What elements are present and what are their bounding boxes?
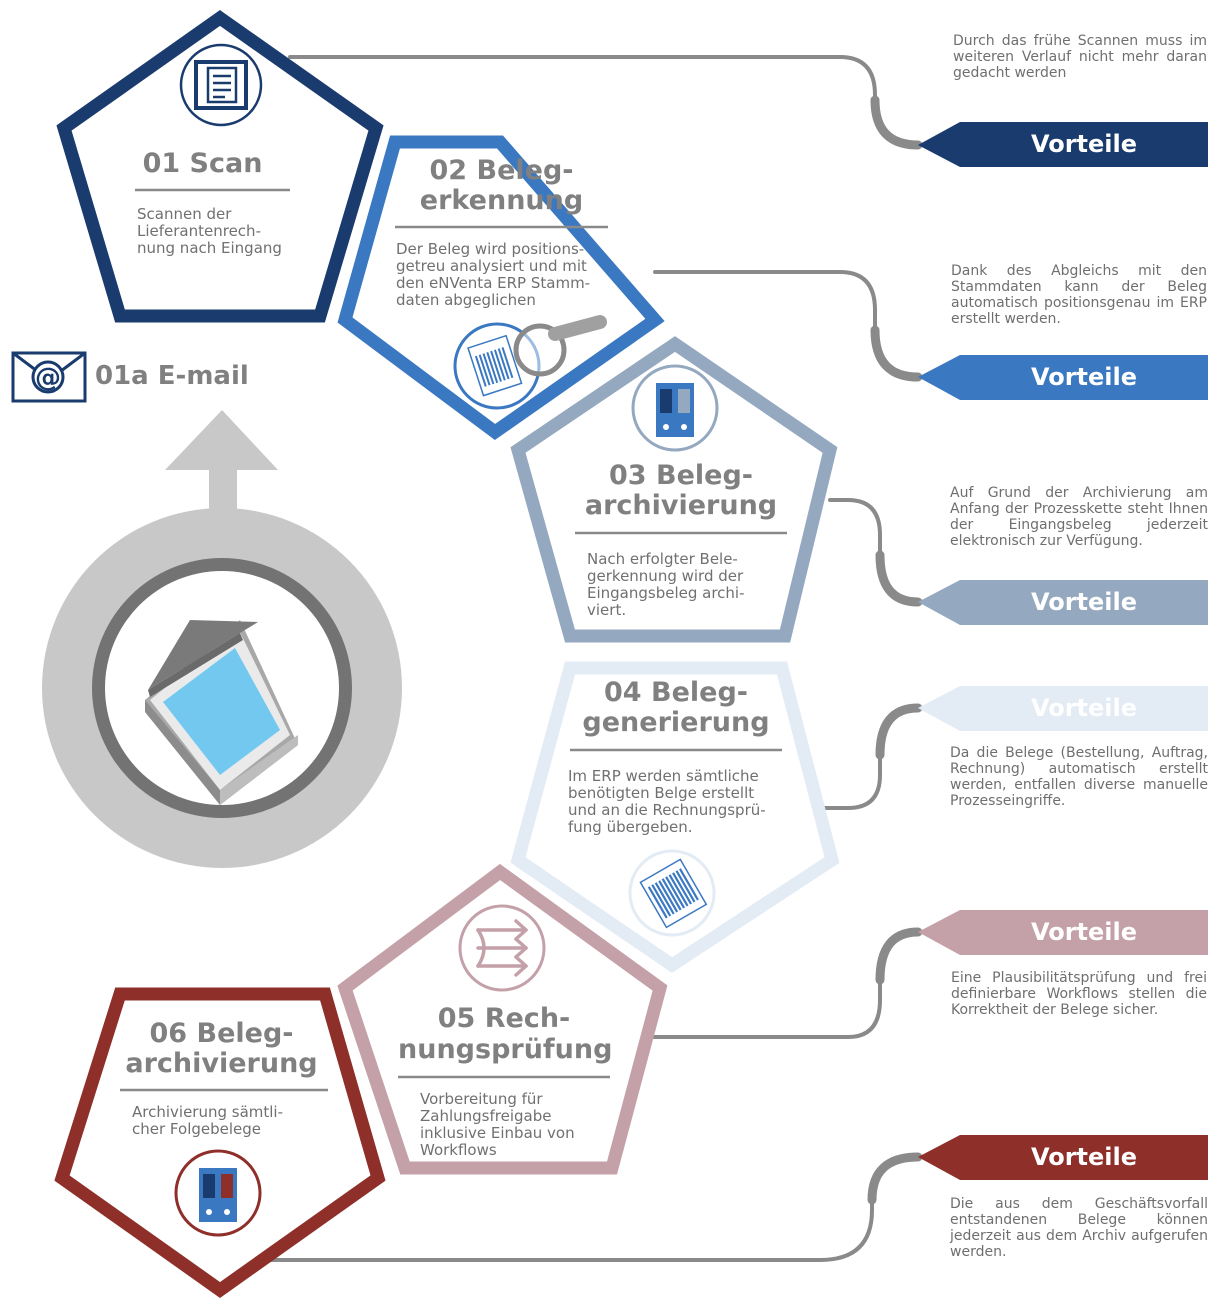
step-4-title-line2: generierung — [582, 707, 770, 738]
step-6-title-line2: archivierung — [125, 1048, 318, 1079]
step-5-line: inklusive Einbau von — [420, 1124, 575, 1142]
step-5-description: Vorbereitung für Zahlungsfreigabe inklus… — [420, 1091, 575, 1159]
advantage-text-3: Auf Grund der Archivierung am Anfang der… — [950, 485, 1208, 549]
pentagon-step-2 — [337, 135, 665, 441]
connector-3 — [828, 498, 920, 604]
step-2-description: Der Beleg wird positions- getreu analysi… — [396, 241, 590, 309]
step-1-description: Scannen der Lieferantenrech- nung nach E… — [137, 206, 282, 257]
step-4-line: Im ERP werden sämtliche — [568, 767, 759, 785]
pentagon-step-5 — [337, 863, 668, 1175]
vorteile-banner-1 — [918, 122, 1208, 167]
step-2-line: daten abgeglichen — [396, 291, 536, 309]
document-scan-icon — [179, 43, 263, 127]
vorteile-banner-3 — [918, 580, 1208, 625]
connector-2-accent — [870, 325, 923, 382]
step-6-description: Archivierung sämtli- cher Folgebelege — [132, 1104, 283, 1138]
connector-1-accent — [870, 95, 923, 150]
step-5-line: Workflows — [420, 1141, 497, 1159]
step-3-line: viert. — [587, 601, 627, 619]
workflow-arrows-icon — [458, 904, 546, 992]
step-4-line: fung übergeben. — [568, 818, 693, 836]
connector-1 — [288, 55, 920, 147]
vorteile-banner-5 — [918, 910, 1208, 955]
email-label: 01a E-mail — [95, 361, 249, 391]
advantage-text-2: Dank des Abgleichs mit den Stammdaten ka… — [951, 263, 1207, 327]
step-3-line: Eingangsbeleg archi- — [587, 584, 745, 602]
advantage-text-1: Durch das frühe Scannen muss im weiteren… — [953, 33, 1207, 81]
envelope-at-icon: @ — [11, 351, 87, 403]
pentagon-step-6 — [54, 987, 386, 1298]
pentagon-step-4 — [510, 661, 840, 973]
step-5-line: Vorbereitung für — [420, 1090, 543, 1108]
vorteile-label-3: Vorteile — [1030, 588, 1138, 616]
connector-3-accent — [875, 550, 923, 607]
step-2-title-line2: erkennung — [419, 185, 584, 216]
step-4-description: Im ERP werden sämtliche benötigten Belge… — [568, 768, 766, 836]
connector-6-accent — [867, 1152, 923, 1205]
step-3-title-line2: archivierung — [584, 490, 778, 521]
connector-4-accent — [875, 703, 923, 760]
step-3-line: Nach erfolgter Bele- — [587, 550, 738, 568]
step-6-line: Archivierung sämtli- — [132, 1103, 284, 1121]
step-1-line: nung nach Eingang — [137, 239, 282, 257]
vorteile-label-6: Vorteile — [1030, 1143, 1138, 1171]
step-5-line: Zahlungsfreigabe — [420, 1107, 552, 1125]
step-3-description: Nach erfolgter Bele- gerkennung wird der… — [587, 551, 745, 619]
step-3-line: gerkennung wird der — [587, 567, 744, 585]
vorteile-label-1: Vorteile — [1030, 130, 1138, 158]
barcode-document-icon — [628, 849, 716, 937]
vorteile-banner-6 — [918, 1135, 1208, 1180]
vorteile-banner-2 — [918, 355, 1208, 400]
binder-icon-3 — [631, 364, 719, 452]
step-2-line: Der Beleg wird positions- — [396, 240, 585, 258]
advantage-text-4: Da die Belege (Bestellung, Auftrag, Rech… — [950, 745, 1208, 809]
step-2-line: den eNVenta ERP Stamm- — [396, 274, 591, 292]
step-5-title-line2: nungsprüfung — [398, 1034, 613, 1065]
step-4-title-line1: 04 Beleg- — [604, 677, 748, 708]
step-4-line: und an die Rechnungsprü- — [568, 801, 766, 819]
advantage-text-5: Eine Plausibilitätsprüfung und frei defi… — [951, 970, 1207, 1018]
step-1-line: Lieferantenrech- — [137, 222, 261, 240]
scanner-icon — [145, 620, 298, 805]
pentagon-step-3 — [510, 336, 838, 643]
step-1-title: 01 Scan — [142, 148, 263, 179]
svg-text:@: @ — [35, 363, 61, 393]
vorteile-label-5: Vorteile — [1030, 918, 1138, 946]
pentagon-step-1 — [56, 10, 384, 323]
step-6-title-line1: 06 Beleg- — [149, 1018, 294, 1049]
step-3-title-line1: 03 Beleg- — [609, 460, 753, 491]
step-4-line: benötigten Belge erstellt — [568, 784, 755, 802]
step-5-title-line1: 05 Rech- — [437, 1003, 571, 1034]
scanner-group — [42, 410, 402, 868]
binder-icon-6 — [174, 1149, 262, 1237]
step-2-title-line1: 02 Beleg- — [429, 155, 574, 186]
step-6-line: cher Folgebelege — [132, 1120, 262, 1138]
step-1-line: Scannen der — [137, 205, 232, 223]
connector-5-accent — [875, 927, 923, 985]
magnifier-document-icon — [453, 315, 607, 410]
vorteile-label-4: Vorteile — [1030, 694, 1138, 722]
advantage-text-6: Die aus dem Geschäftsvorfall entstandene… — [950, 1196, 1208, 1260]
up-arrow-head — [165, 410, 278, 470]
vorteile-banner-4 — [918, 686, 1208, 731]
step-2-line: getreu analysiert und mit — [396, 257, 587, 275]
vorteile-label-2: Vorteile — [1030, 363, 1138, 391]
